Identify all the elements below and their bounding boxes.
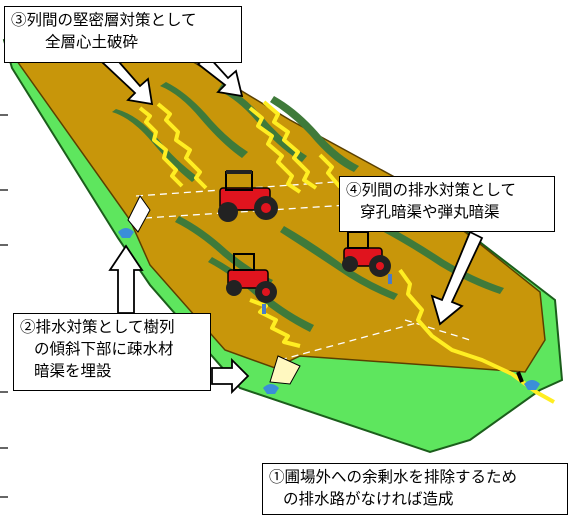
callout-text-line: 暗渠を埋設: [34, 362, 112, 380]
drain-pipes: [127, 195, 524, 385]
callout-text-line: ③列間の堅密層対策として: [11, 11, 197, 29]
callout-text-line: ①圃場外への余剰水を排除するため: [269, 468, 518, 486]
callout-text-line: ④列間の排水対策として: [346, 181, 517, 199]
callout-text-line: 全層心土破砕: [45, 33, 139, 51]
callout-subsoil-breaking: ③列間の堅密層対策として 全層心土破砕: [4, 6, 242, 63]
drain-outlet-icon: [118, 228, 540, 394]
arrow-icon: [100, 52, 484, 395]
callout-text-line: 穿孔暗渠や弾丸暗渠: [360, 203, 500, 221]
callout-text-line: の排水路がなければ造成: [283, 490, 454, 508]
tractor-icon: [342, 231, 392, 284]
callout-text-line: ②排水対策として樹列: [20, 318, 175, 336]
callout-hydrophobic-drain: ②排水対策として樹列 の傾斜下部に疎水材 暗渠を埋設: [13, 313, 211, 391]
callout-text-line: の傾斜下部に疎水材: [34, 340, 174, 358]
callout-row-drainage: ④列間の排水対策として 穿孔暗渠や弾丸暗渠: [339, 176, 555, 232]
tractor-icon: [226, 253, 277, 314]
margin-ticks: [0, 114, 8, 498]
callout-drainage-channel: ①圃場外への余剰水を排除するため の排水路がなければ造成: [262, 463, 568, 515]
tractor-icon: [218, 170, 278, 222]
